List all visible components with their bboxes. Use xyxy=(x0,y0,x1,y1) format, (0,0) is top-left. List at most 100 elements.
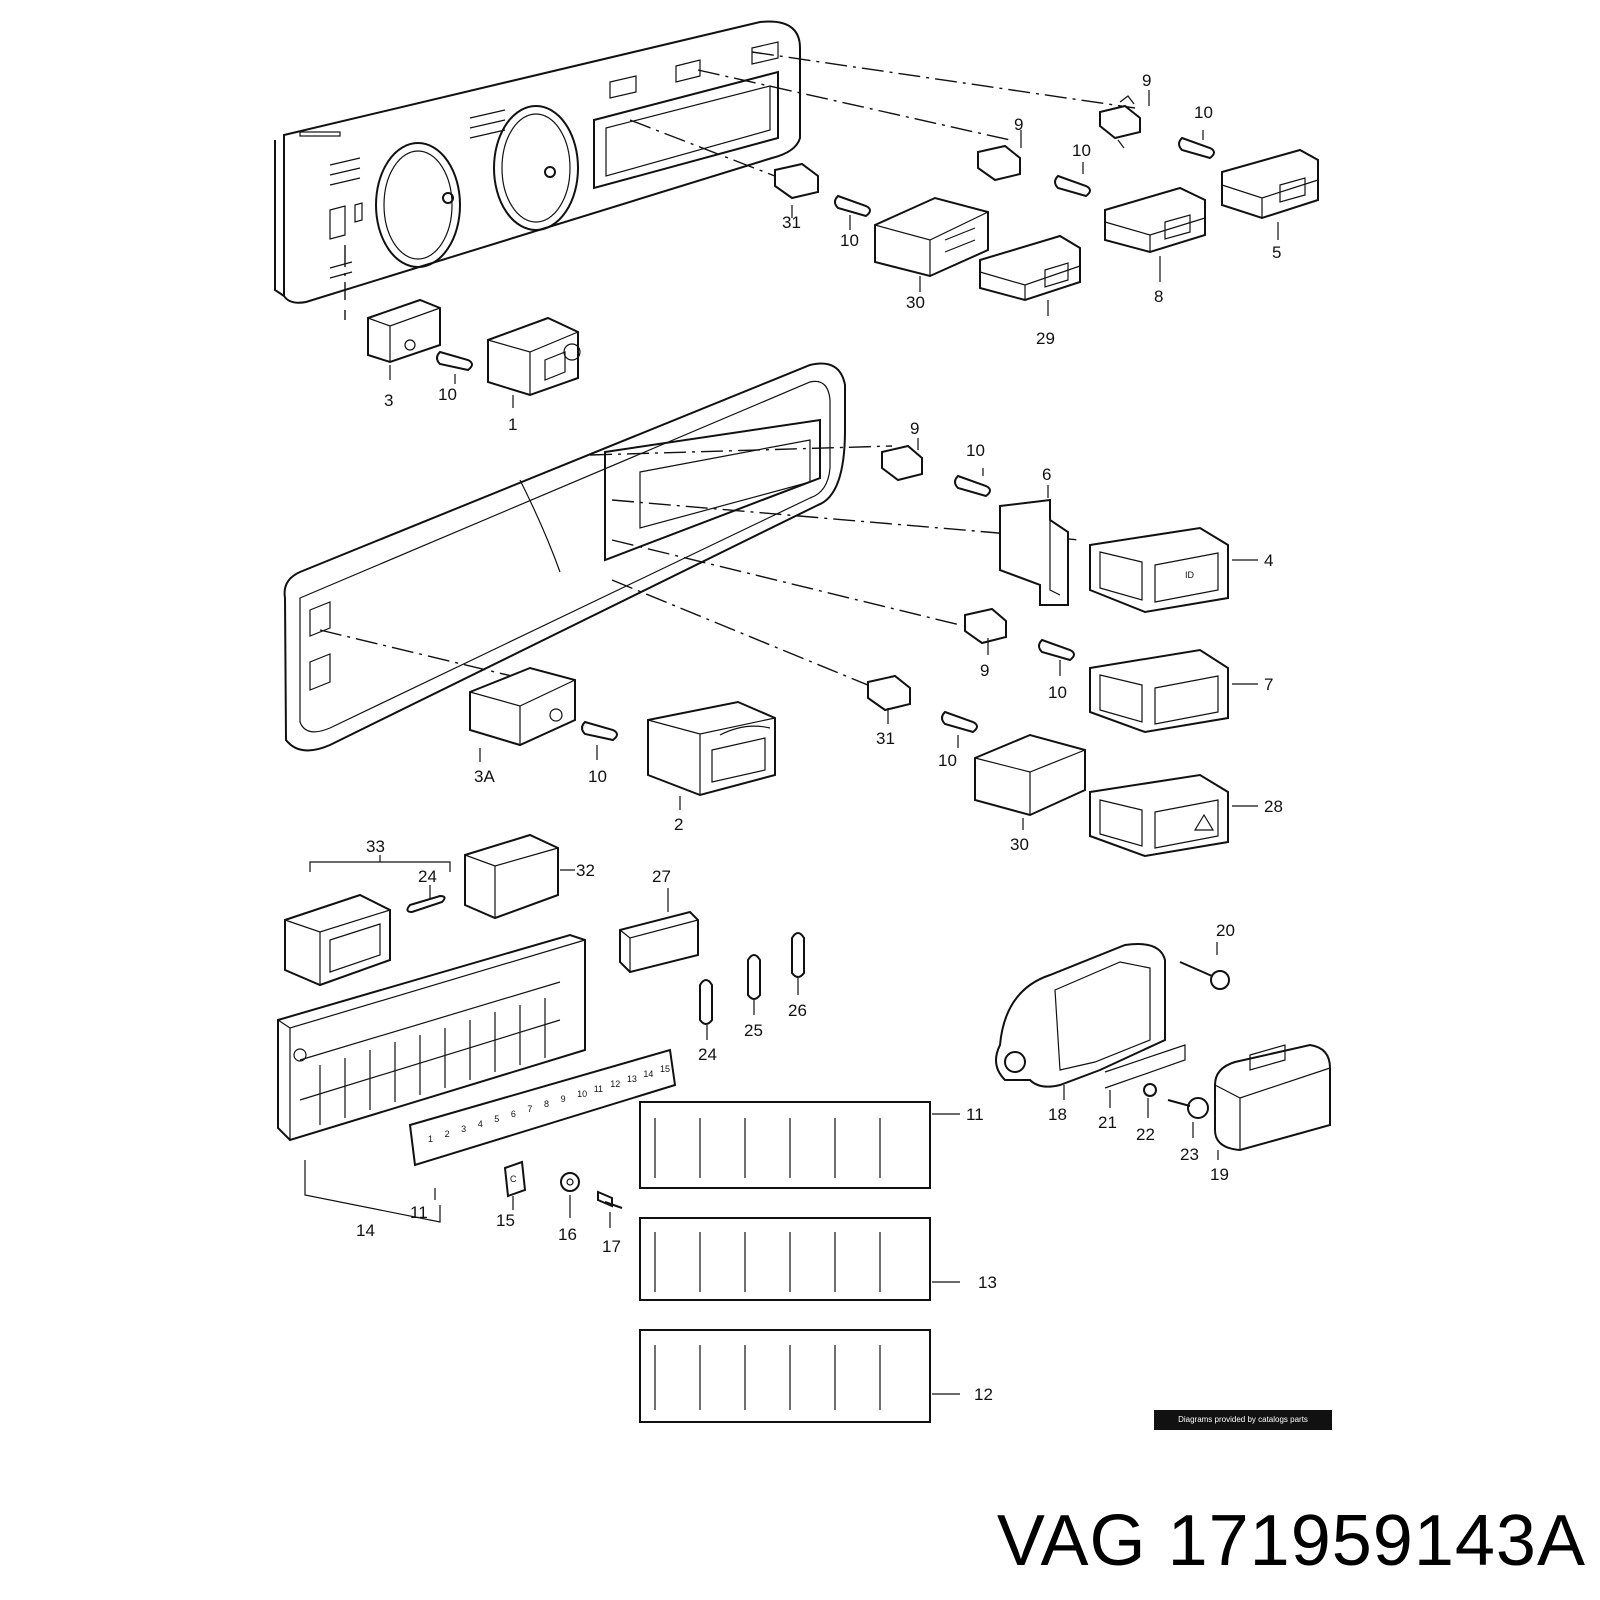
fuse-box-14 xyxy=(277,933,586,1223)
callout-18: 18 xyxy=(1048,1105,1067,1124)
callout-11: 11 xyxy=(966,1105,984,1124)
fuse-slot-number: 2 xyxy=(445,1129,450,1139)
screw-20 xyxy=(1179,961,1230,990)
fuse-slot-number: 15 xyxy=(660,1064,670,1074)
fuse-slot-number: 3 xyxy=(461,1124,466,1134)
bulb-10-left xyxy=(436,350,473,372)
callout-ticks xyxy=(389,90,1279,1395)
bulb-holder-9-mid xyxy=(977,144,1021,182)
switch-1[interactable] xyxy=(487,316,581,397)
bulb-10-top xyxy=(1178,136,1215,160)
fuse-slot-number: 10 xyxy=(577,1089,587,1099)
switch-4[interactable]: ID xyxy=(1089,526,1229,614)
washer-16 xyxy=(560,1172,580,1192)
callout-21: 21 xyxy=(1098,1113,1117,1132)
fuse-slot-number: 12 xyxy=(610,1079,620,1089)
callout-26: 26 xyxy=(788,1001,807,1020)
screw-23 xyxy=(1167,1097,1209,1119)
fuse-slot-number: 7 xyxy=(527,1104,532,1114)
part-title: VAG 171959143A xyxy=(997,1500,1586,1582)
fuse-slot-number: 8 xyxy=(544,1099,549,1109)
relay-27 xyxy=(619,910,699,974)
fuse-slot-number: 9 xyxy=(561,1094,566,1104)
callout-9: 9 xyxy=(1142,71,1151,90)
fuses-24-25-26 xyxy=(699,932,805,1025)
callout-13: 13 xyxy=(978,1273,997,1292)
bulb-holder-9-top xyxy=(1099,95,1141,149)
callout-14: 14 xyxy=(356,1221,375,1240)
bulb-10-3a xyxy=(581,720,618,742)
callout-2: 2 xyxy=(674,815,683,834)
relay-plate-33 xyxy=(284,855,451,987)
svg-text:C: C xyxy=(510,1174,517,1184)
callout-9: 9 xyxy=(910,419,919,438)
fuse-cover-12 xyxy=(639,1329,931,1423)
bulb-24-a xyxy=(406,894,446,914)
bracket-18 xyxy=(995,943,1166,1088)
callout-10: 10 xyxy=(1072,141,1091,160)
relay-30-top xyxy=(874,196,989,278)
plate-21 xyxy=(1104,1044,1186,1089)
fuse-slot-number: 6 xyxy=(511,1109,516,1119)
fuse-cover-13 xyxy=(639,1217,931,1301)
leader-lines xyxy=(319,51,1136,691)
relay-3a xyxy=(469,666,576,747)
switch-5[interactable] xyxy=(1221,148,1319,220)
callout-10: 10 xyxy=(840,231,859,250)
switch-7[interactable] xyxy=(1089,648,1229,734)
callout-23: 23 xyxy=(1180,1145,1199,1164)
bracket-15: C xyxy=(503,1160,527,1198)
fuse-slot-number: 1 xyxy=(428,1134,433,1144)
fuse-slot-number: 13 xyxy=(627,1074,637,1084)
callout-6: 6 xyxy=(1042,465,1051,484)
bulb-holder-9-lower xyxy=(964,607,1007,645)
callout-10: 10 xyxy=(966,441,985,460)
callout-4: 4 xyxy=(1264,551,1273,570)
bulb-10-lowtop xyxy=(834,194,871,218)
bulb-10-mid xyxy=(1054,174,1091,198)
switch-8[interactable] xyxy=(1104,186,1206,254)
callout-32: 32 xyxy=(576,861,595,880)
callout-15: 15 xyxy=(496,1211,515,1230)
fuse-slot-number: 11 xyxy=(594,1084,603,1094)
switch-29[interactable] xyxy=(979,234,1081,302)
callout-29: 29 xyxy=(1036,329,1055,348)
cover-19 xyxy=(1214,1043,1331,1152)
bulb-10-lower xyxy=(1038,638,1075,662)
fuse-slot-number: 5 xyxy=(494,1114,499,1124)
fuse-cover-11 xyxy=(639,1101,931,1189)
callout-28: 28 xyxy=(1264,797,1283,816)
bulb-holder-9-frame xyxy=(881,444,923,482)
bulb-10-frame xyxy=(954,474,991,498)
bulb-holder-31-top xyxy=(774,162,819,200)
callout-10: 10 xyxy=(938,751,957,770)
svg-text:ID: ID xyxy=(1185,570,1195,580)
callout-labels: 9 10 9 10 31 10 5 8 30 29 3 10 1 9 10 6 … xyxy=(356,71,1283,1404)
switch-2[interactable] xyxy=(647,700,776,797)
callout-10: 10 xyxy=(1048,683,1067,702)
callout-24: 24 xyxy=(698,1045,717,1064)
switch-28[interactable] xyxy=(1089,773,1229,858)
washer-22 xyxy=(1143,1083,1157,1097)
callout-8: 8 xyxy=(1154,287,1163,306)
callout-30: 30 xyxy=(1010,835,1029,854)
instrument-panel-upper xyxy=(274,20,801,304)
callout-22: 22 xyxy=(1136,1125,1155,1144)
diagram-credit: Diagrams provided by catalogs parts xyxy=(1154,1410,1332,1430)
screw-17 xyxy=(597,1190,623,1209)
fuse-strip-11 xyxy=(408,1048,677,1167)
fuse-slot-number: 14 xyxy=(643,1069,653,1079)
fuse-slot-number: 4 xyxy=(478,1119,483,1129)
part-number: 171959143A xyxy=(1167,1501,1586,1581)
relay-3 xyxy=(367,298,441,364)
bulb-10-lowest xyxy=(941,710,978,734)
callout-31: 31 xyxy=(782,213,801,232)
callout-5: 5 xyxy=(1272,243,1281,262)
callout-10: 10 xyxy=(438,385,457,404)
callout-24: 24 xyxy=(418,867,437,886)
bracket-6 xyxy=(999,498,1069,606)
callout-19: 19 xyxy=(1210,1165,1229,1184)
relay-30-lower xyxy=(974,733,1086,817)
callout-31: 31 xyxy=(876,729,895,748)
